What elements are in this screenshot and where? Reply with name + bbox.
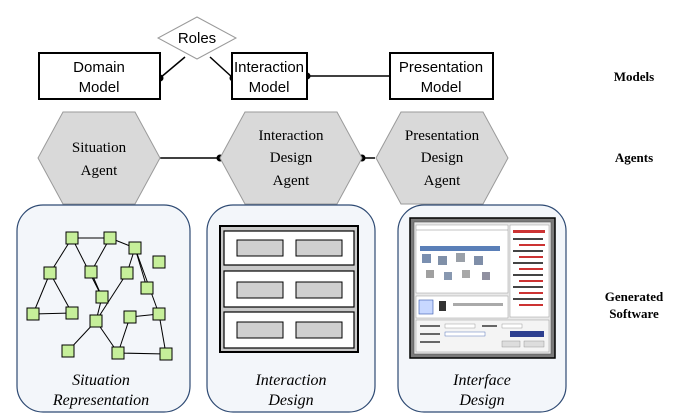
graph-node — [123, 310, 137, 324]
interaction-design-slot — [236, 321, 284, 339]
presentation-design-agent-label-line3: Agent — [424, 173, 461, 189]
graph-node — [26, 307, 40, 321]
presentation-design-agent-hexagon: Presentation Design Agent — [375, 111, 509, 205]
graph-node — [65, 231, 79, 245]
graph-node — [61, 344, 75, 358]
interaction-design-agent-label-line2: Design — [270, 150, 313, 166]
graph-node — [103, 231, 117, 245]
presentation-design-agent-label-line1: Presentation — [405, 128, 480, 144]
situation-agent-hexagon: Situation Agent — [37, 111, 161, 205]
row-label-models: Models — [614, 69, 654, 84]
interaction-design-slot — [295, 281, 343, 299]
interaction-design-label-line2: Design — [267, 392, 313, 409]
interaction-design-panel: Interaction Design — [206, 204, 376, 413]
graph-node — [43, 266, 57, 280]
graph-node — [111, 346, 125, 360]
interaction-design-agent-label-line3: Agent — [273, 173, 310, 189]
interface-design-label-line2: Design — [458, 392, 504, 409]
graph-node — [152, 255, 166, 269]
interface-design-panel: Interface Design — [397, 204, 567, 413]
interaction-design-label-line1: Interaction — [254, 372, 326, 389]
graph-node — [152, 307, 166, 321]
roles-to-interaction-link — [209, 56, 234, 79]
domain-model-label-line1: Domain — [73, 59, 125, 76]
situation-representation-panel: Situation Representation — [16, 204, 191, 413]
presentation-design-agent-label-line2: Design — [421, 150, 464, 166]
graph-nodes — [26, 231, 173, 361]
presentation-model-label-line1: Presentation — [399, 59, 483, 76]
graph-node — [84, 265, 98, 279]
roles-diamond: Roles — [156, 16, 238, 60]
graph-node — [65, 306, 79, 320]
interaction-model-label-line2: Model — [249, 79, 290, 96]
domain-model-box: Domain Model — [38, 52, 161, 100]
interaction-design-slot — [236, 239, 284, 257]
interaction-design-slot — [236, 281, 284, 299]
graph-node — [89, 314, 103, 328]
graph-node — [128, 241, 142, 255]
situation-representation-label-line2: Representation — [52, 392, 149, 409]
graph-node — [120, 266, 134, 280]
presentation-model-box: Presentation Model — [389, 52, 494, 100]
domain-model-label-line2: Model — [79, 79, 120, 96]
graph-node — [140, 281, 154, 295]
situation-agent-label-line1: Situation — [72, 140, 127, 156]
situation-agent-label-line2: Agent — [81, 163, 118, 179]
row-label-software-line2: Software — [609, 306, 659, 321]
interaction-design-agent-hexagon: Interaction Design Agent — [219, 111, 363, 205]
interaction-model-label-line1: Interaction — [234, 59, 304, 76]
interaction-design-slot — [295, 321, 343, 339]
domain-to-roles-link — [159, 56, 186, 79]
row-label-software-line1: Generated — [605, 289, 664, 304]
interface-design-label-line1: Interface — [452, 372, 511, 389]
graph-node — [95, 290, 109, 304]
presentation-model-label-line2: Model — [421, 79, 462, 96]
graph-node — [159, 347, 173, 361]
interface-screenshot-thumbnail — [409, 217, 556, 359]
situation-representation-label-line1: Situation — [72, 372, 130, 389]
row-label-agents: Agents — [615, 150, 653, 165]
roles-label: Roles — [178, 30, 216, 47]
interaction-design-agent-label-line1: Interaction — [259, 128, 324, 144]
interaction-model-box: Interaction Model — [231, 52, 308, 100]
interaction-design-slot — [295, 239, 343, 257]
